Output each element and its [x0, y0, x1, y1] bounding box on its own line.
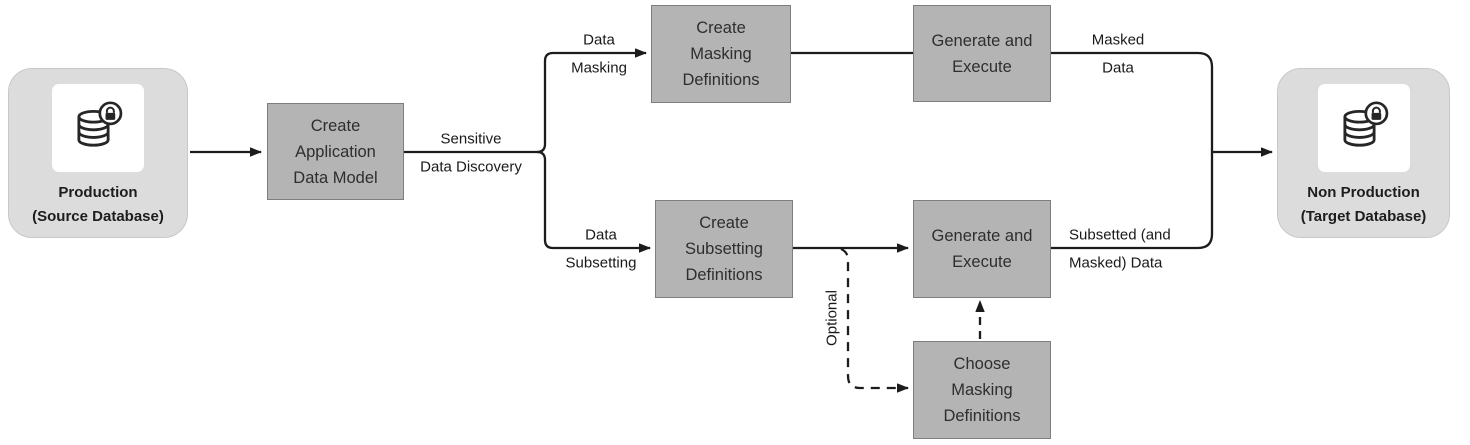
node-production-source: Production (Source Database) — [8, 68, 188, 238]
database-lock-icon — [52, 84, 144, 172]
box-create-masking-definitions: Create Masking Definitions — [651, 5, 791, 103]
node-production-subtitle: (Source Database) — [32, 208, 164, 225]
connector-adm-to-masking — [404, 48, 647, 154]
node-nonproduction-target: Non Production (Target Database) — [1277, 68, 1450, 238]
box-create-application-data-model: Create Application Data Model — [267, 103, 404, 200]
box-choose-masking-definitions: Choose Masking Definitions — [913, 341, 1051, 439]
connector-generate-to-merge — [1051, 51, 1214, 250]
edge-label-optional: Optional — [823, 290, 841, 346]
node-nonproduction-caption: Non Production (Target Database) — [1301, 181, 1427, 229]
node-nonproduction-subtitle: (Target Database) — [1300, 208, 1427, 225]
box-create-subsetting-definitions: Create Subsetting Definitions — [655, 200, 793, 298]
connector-adm-to-subsetting — [536, 150, 651, 253]
node-production-title: Production — [58, 184, 138, 201]
database-lock-icon — [1317, 84, 1410, 172]
node-production-caption: Production (Source Database) — [32, 181, 164, 229]
connector-optional-to-choose — [840, 247, 909, 393]
node-nonproduction-title: Non Production — [1307, 184, 1420, 201]
box-generate-and-execute-masking: Generate and Execute — [913, 5, 1051, 102]
box-generate-and-execute-subsetting: Generate and Execute — [913, 200, 1051, 298]
